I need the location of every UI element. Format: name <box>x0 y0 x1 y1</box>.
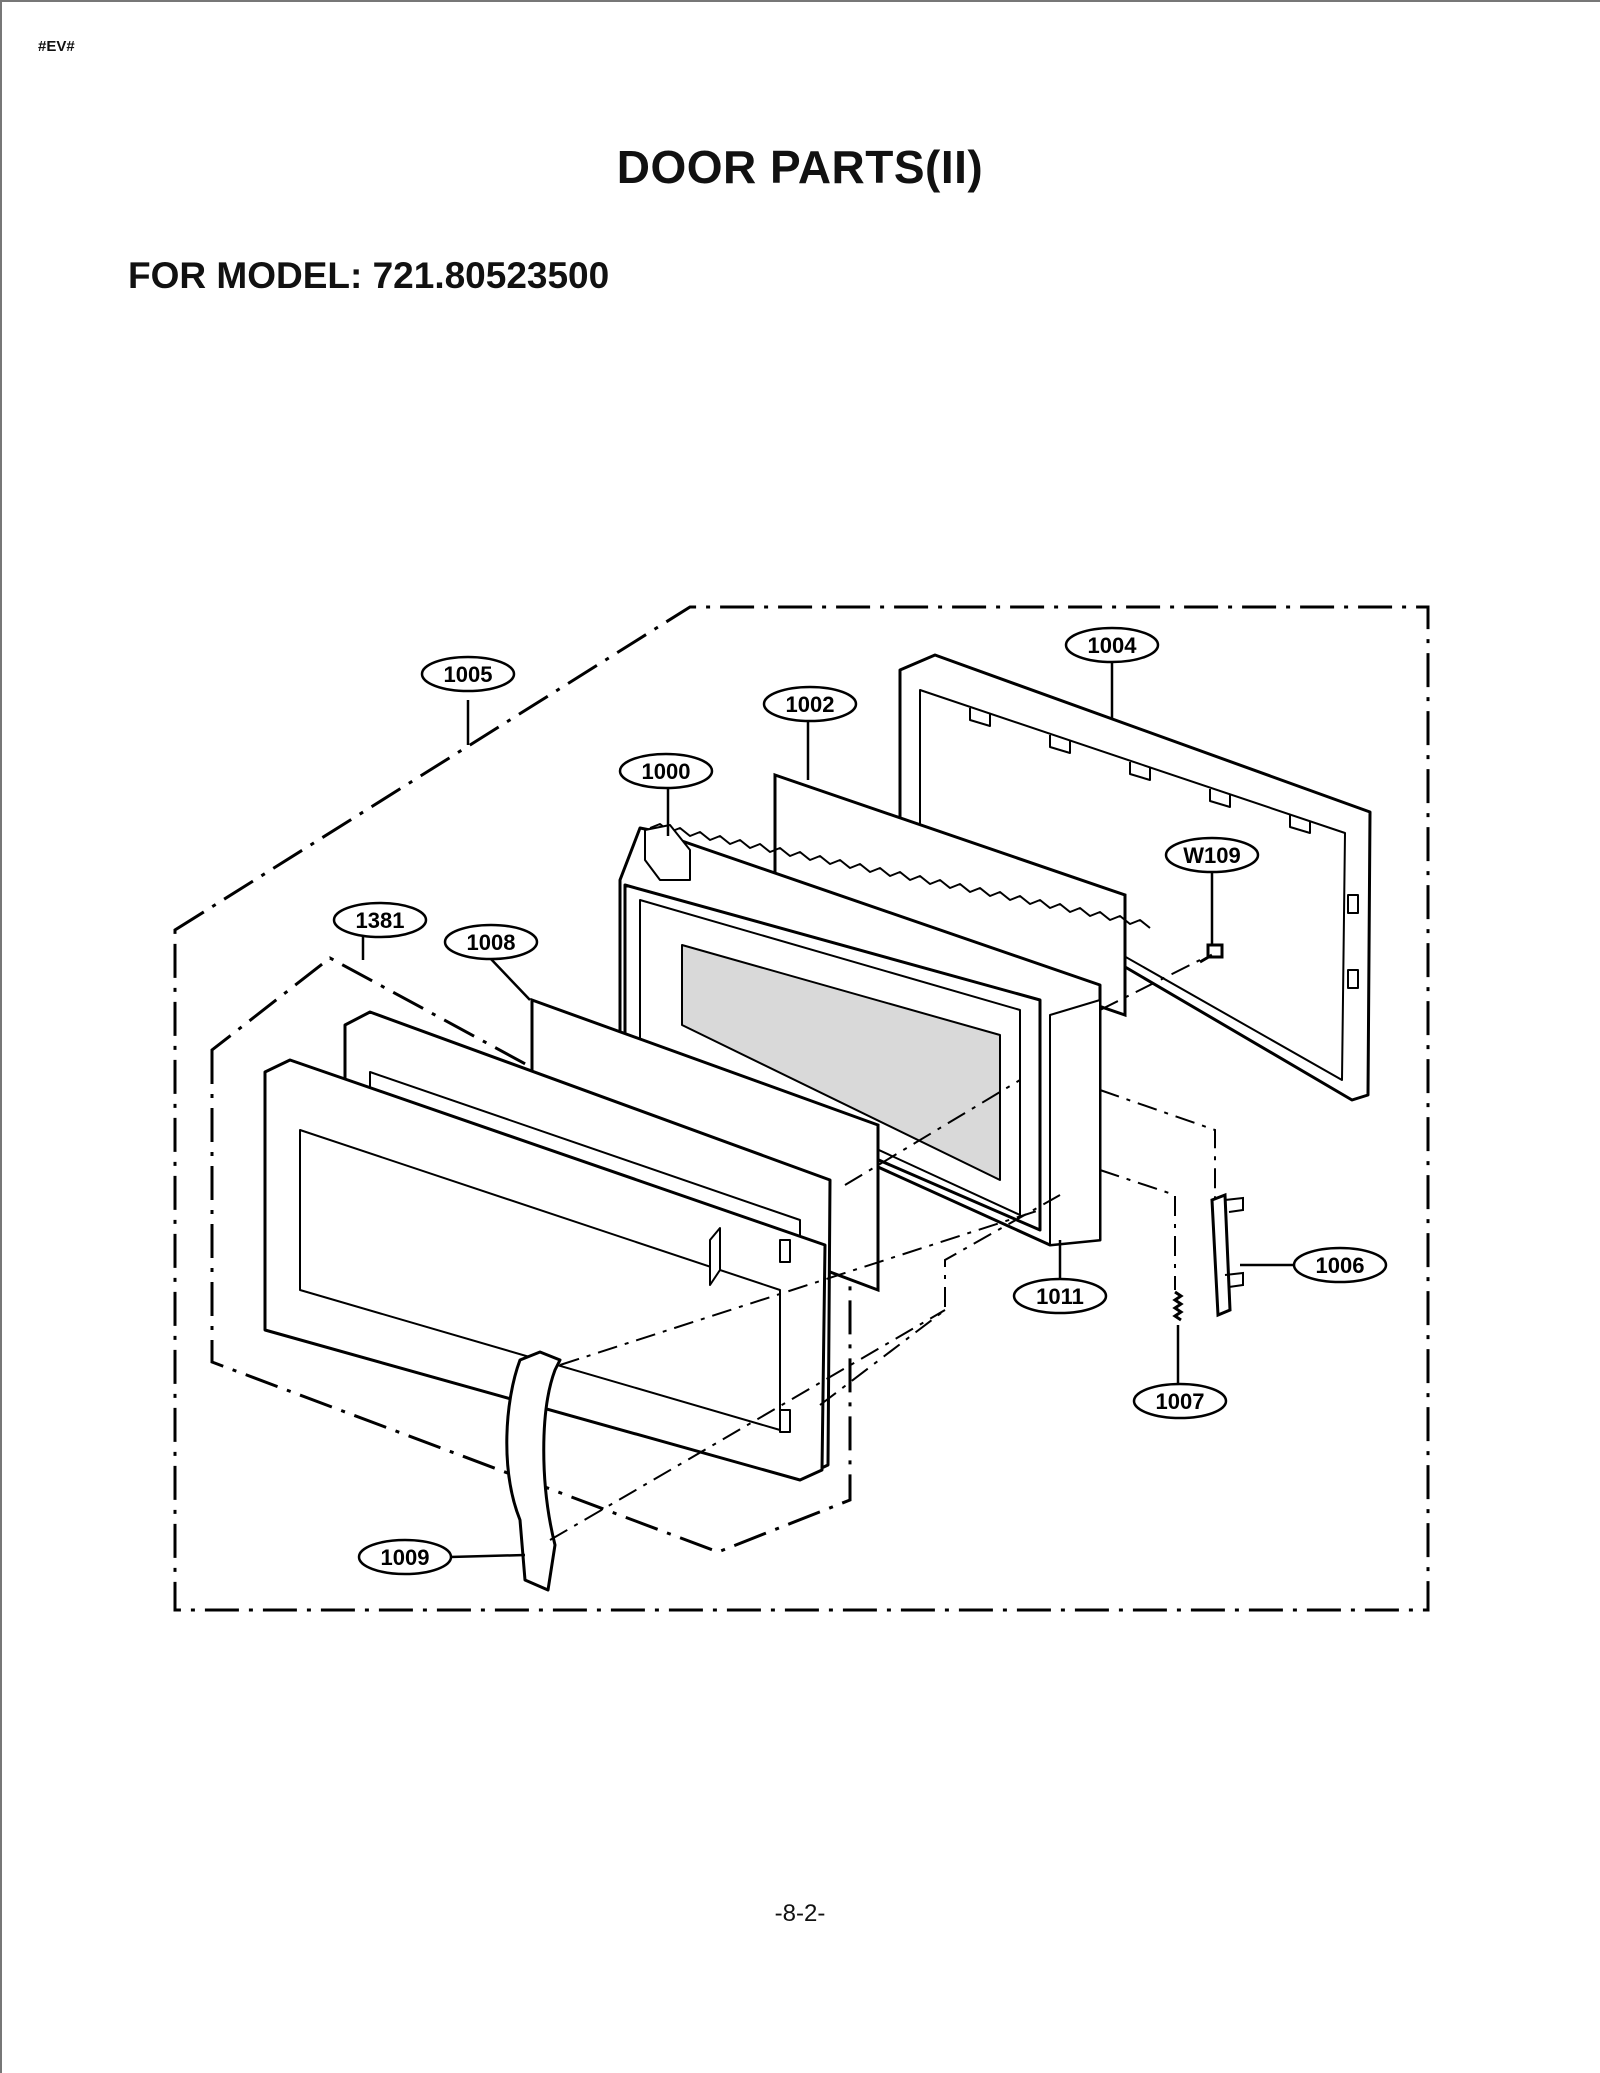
callout-1005-label: 1005 <box>444 662 493 687</box>
callout-1000: 1000 <box>618 752 714 790</box>
part-1381-front-frame <box>263 1058 827 1482</box>
callout-w109-label: W109 <box>1183 843 1240 868</box>
callout-1007-label: 1007 <box>1156 1389 1205 1414</box>
assembly-boundary-1005 <box>173 605 1430 1612</box>
callout-1011: 1011 <box>1012 1277 1108 1315</box>
callout-1381: 1381 <box>332 901 428 939</box>
callout-1000-label: 1000 <box>642 759 691 784</box>
callout-1004-label: 1004 <box>1088 633 1138 658</box>
part-1000-inner-door <box>618 823 1151 1247</box>
callout-1002: 1002 <box>762 685 858 723</box>
callout-1004: 1004 <box>1064 626 1160 664</box>
callout-1009-label: 1009 <box>381 1545 430 1570</box>
callout-1381-label: 1381 <box>356 908 405 933</box>
callout-1005: 1005 <box>420 655 516 693</box>
callout-1007: 1007 <box>1132 1382 1228 1420</box>
callout-1006-label: 1006 <box>1316 1253 1365 1278</box>
page-title: DOOR PARTS(II) <box>616 141 984 193</box>
part-w109-screw <box>1199 943 1224 964</box>
part-1009-handle <box>505 1350 562 1592</box>
callout-1006: 1006 <box>1292 1246 1388 1284</box>
part-1006-latch <box>1210 1192 1244 1318</box>
model-line: FOR MODEL: 721.80523500 <box>128 255 610 296</box>
page-number: -8-2- <box>774 1900 826 1927</box>
callout-w109: W109 <box>1164 836 1260 874</box>
callout-1002-label: 1002 <box>786 692 835 717</box>
part-1007-spring <box>1172 1290 1184 1322</box>
callout-1008-label: 1008 <box>467 930 516 955</box>
callout-1008: 1008 <box>443 923 539 961</box>
callout-1011-label: 1011 <box>1036 1284 1084 1309</box>
callout-1009: 1009 <box>357 1538 453 1576</box>
assembly-hidden-lines <box>549 959 1216 1541</box>
header-code: #EV# <box>38 38 75 55</box>
group-boundary-1381 <box>210 956 852 1554</box>
part-1002-panel <box>773 772 1127 1018</box>
